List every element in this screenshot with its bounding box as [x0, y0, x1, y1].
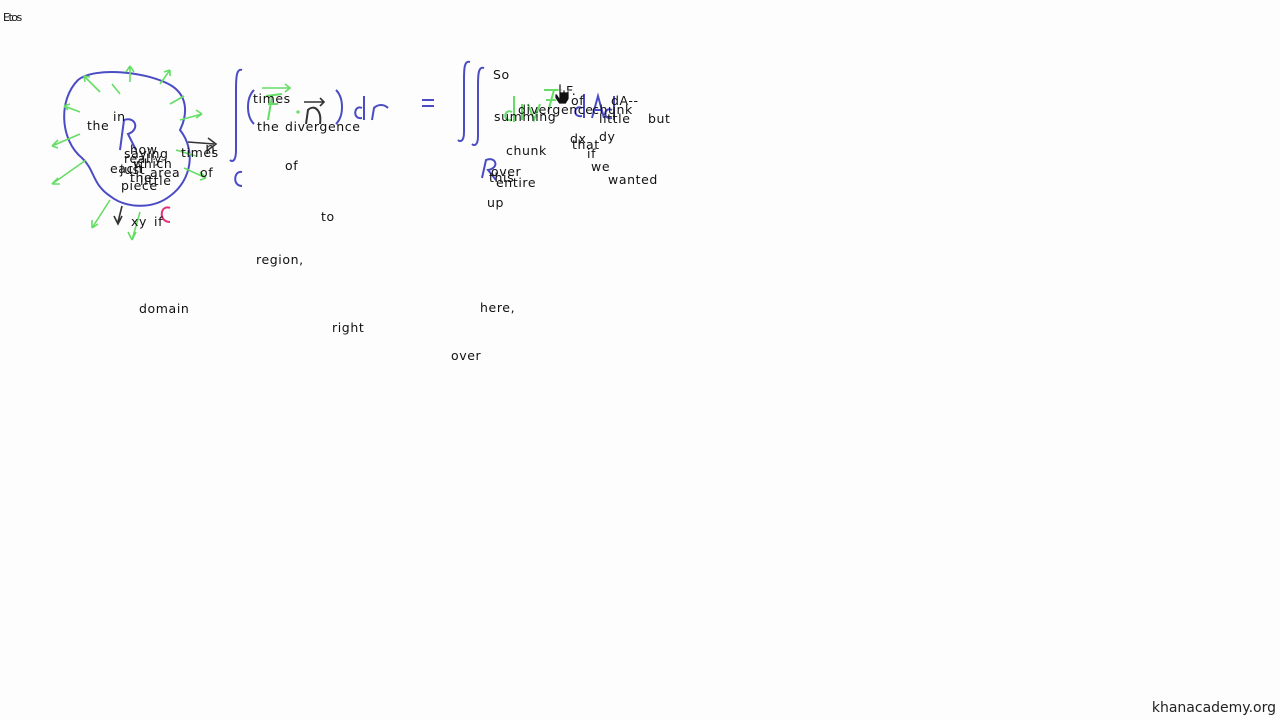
- caption-word: we: [591, 159, 611, 174]
- caption-word: dA--: [611, 93, 639, 108]
- f-arrow: [262, 83, 292, 93]
- caption-word: piece: [121, 178, 158, 193]
- left-paren: [247, 89, 255, 125]
- caption-word: but: [648, 111, 671, 126]
- caption-word: over: [491, 164, 522, 179]
- caption-word: divergence: [518, 102, 594, 117]
- right-paren: [335, 89, 343, 125]
- line-integral-sign: [229, 68, 243, 162]
- caption-word: times: [181, 145, 219, 160]
- integral-subscript-c: [234, 170, 243, 187]
- caption-word: chunk: [592, 102, 633, 117]
- caption-word: if: [587, 146, 597, 161]
- caption-word: in: [113, 109, 126, 124]
- n-glyph: [305, 106, 322, 125]
- dr-glyph: [354, 96, 389, 121]
- f-vector-glyph: [265, 93, 283, 121]
- caption-word: divergence: [285, 119, 361, 134]
- hand-cursor-icon: [554, 83, 570, 105]
- caption-word: dx: [570, 131, 587, 146]
- caption-word: just: [120, 162, 146, 177]
- normal-vector-arrow: [187, 137, 218, 151]
- caption-word: little: [599, 111, 631, 126]
- caption-word: region,: [256, 252, 304, 267]
- caption-word: chunk: [506, 143, 547, 158]
- double-integral-sign: [457, 60, 485, 146]
- caption-word: the: [130, 170, 153, 185]
- caption-word: if: [154, 214, 164, 229]
- caption-word: the: [257, 119, 280, 134]
- caption-word: So: [493, 67, 510, 82]
- normal-label-n: n: [205, 139, 215, 158]
- boundary-arrow: [113, 205, 123, 226]
- caption-word: summing: [494, 109, 557, 124]
- da-glyph-2: [604, 96, 615, 120]
- caption-word: the: [87, 118, 110, 133]
- caption-word: right: [332, 320, 365, 335]
- caption-word: xy: [131, 214, 147, 229]
- caption-word: which: [133, 156, 173, 171]
- dot-operator: [296, 110, 300, 114]
- caption-word: really: [124, 151, 163, 166]
- caption-word: little: [140, 173, 172, 188]
- caption-word: over: [451, 348, 482, 363]
- caption-word: of: [571, 93, 585, 108]
- caption-word: domain: [139, 301, 190, 316]
- integral-subscript-r: [481, 158, 497, 181]
- caption-word: up: [487, 195, 505, 210]
- caption-word: of: [285, 158, 299, 173]
- caption-word: that: [572, 137, 600, 152]
- caption-word: to: [321, 209, 335, 224]
- caption-word: area: [150, 165, 181, 180]
- caption-word: entire: [496, 175, 537, 190]
- div-glyph: [504, 96, 541, 123]
- brand-watermark: khanacademy.org: [1151, 700, 1276, 716]
- vector-field-arrows: [51, 65, 207, 241]
- caption-word: F.: [566, 83, 577, 98]
- caption-word: saying: [124, 146, 169, 161]
- caption-word: how: [130, 142, 158, 157]
- da-glyph: [574, 92, 605, 119]
- caption-word: here,: [480, 300, 516, 315]
- caption-word: times: [253, 91, 291, 106]
- caption-word: this: [489, 170, 515, 185]
- corner-text: Etos: [3, 11, 22, 24]
- region-boundary-curve: [63, 71, 191, 207]
- curve-label-c: [160, 206, 171, 223]
- equals-sign: [422, 99, 434, 107]
- n-arrow: [304, 97, 326, 107]
- caption-word: of: [200, 165, 214, 180]
- caption-word: dy: [599, 129, 616, 144]
- caption-word: wanted: [608, 172, 658, 187]
- caption-word: each: [110, 161, 143, 176]
- region-label-r: [119, 118, 137, 151]
